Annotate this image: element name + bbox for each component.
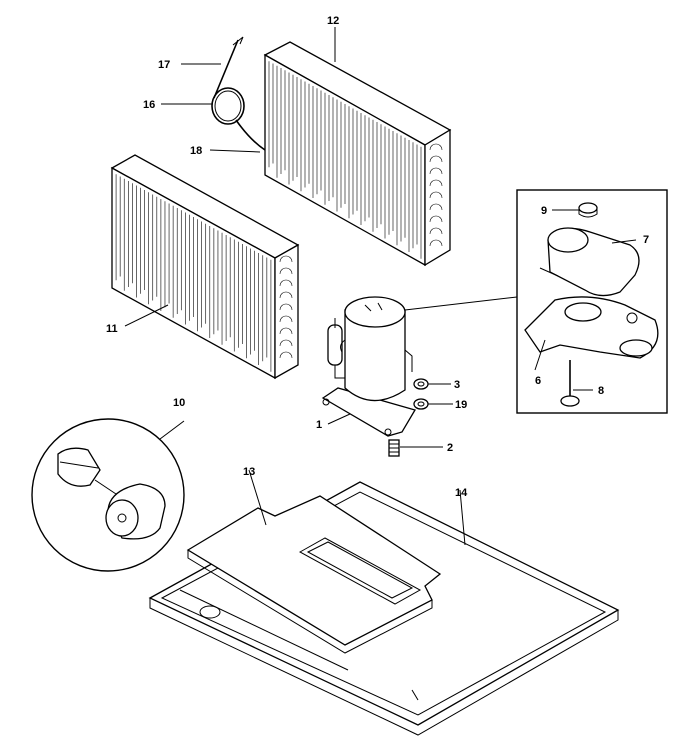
callout-7: 7 [643,234,649,246]
callout-13: 13 [243,466,255,478]
callout-9: 9 [541,205,547,217]
callout-11: 11 [106,323,118,335]
callout-16: 16 [143,99,155,111]
callout-10: 10 [173,397,185,409]
callout-12: 12 [327,15,339,27]
drain-tray [186,495,442,654]
callout-18: 18 [190,145,202,157]
terminal-inset-box [404,189,668,414]
callout-1: 1 [316,419,322,431]
spring-2 [388,439,400,457]
leader-lines [124,27,637,546]
overload-inset [31,418,185,572]
callout-17: 17 [158,59,170,71]
callout-6: 6 [535,375,541,387]
callout-8: 8 [598,385,604,397]
washer-19 [413,398,429,410]
condenser-coil-left [110,154,300,380]
callout-14: 14 [455,487,468,499]
capillary-tube [211,36,266,151]
condenser-coil-top [263,41,452,267]
compressor [321,296,416,437]
callout-3: 3 [454,379,460,391]
callout-19: 19 [455,399,467,411]
callout-labels: 17 16 18 12 11 1 2 3 19 9 7 6 8 10 13 14 [106,15,649,499]
grommet-3 [413,378,429,390]
callout-2: 2 [447,442,453,454]
